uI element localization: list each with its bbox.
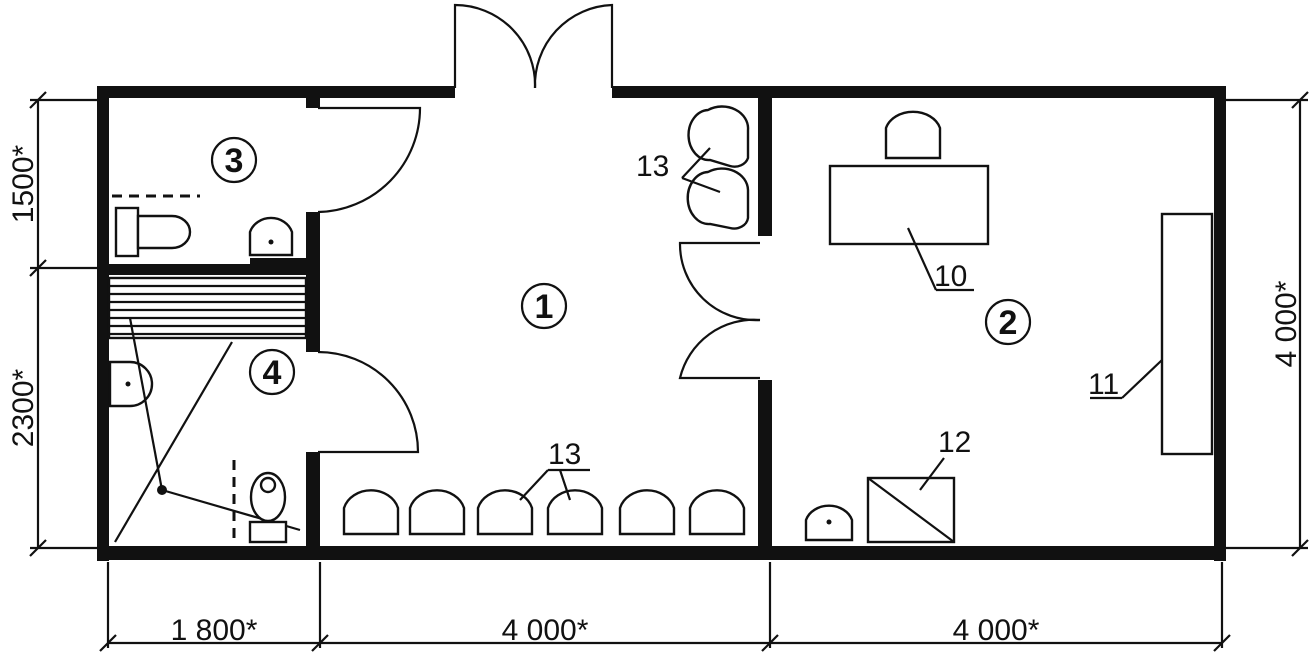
dim-bottom-middle: 4 000* <box>502 614 589 647</box>
dimension-lines <box>29 91 1309 652</box>
room-label-1: 1 <box>535 288 554 326</box>
room-3-fixtures <box>112 194 294 258</box>
room-label-3: 3 <box>225 142 244 180</box>
door-room-4 <box>317 350 420 454</box>
chairs-room-1 <box>342 105 750 536</box>
entrance-double-door <box>453 3 614 89</box>
item-label-11: 11 <box>1088 368 1119 401</box>
leader-lines <box>519 147 1163 501</box>
dim-left-upper: 1500* <box>7 144 40 223</box>
door-room-2 <box>678 241 761 380</box>
room-label-4: 4 <box>263 354 282 392</box>
dim-bottom-right: 4 000* <box>953 614 1040 647</box>
room-label-2: 2 <box>999 304 1018 342</box>
stairs <box>107 276 308 340</box>
dim-left-lower: 2300* <box>7 368 40 447</box>
item-label-12: 12 <box>938 426 971 459</box>
item-label-13-bottom: 13 <box>548 438 581 471</box>
item-label-10: 10 <box>934 260 967 293</box>
room-4-fixtures <box>108 317 301 545</box>
interior-walls <box>97 86 772 560</box>
room-markers <box>210 136 1032 396</box>
dim-bottom-left: 1 800* <box>171 614 258 647</box>
dim-right: 4 000* <box>1270 280 1303 367</box>
item-label-13-top: 13 <box>636 150 669 183</box>
door-room-3 <box>317 106 422 214</box>
